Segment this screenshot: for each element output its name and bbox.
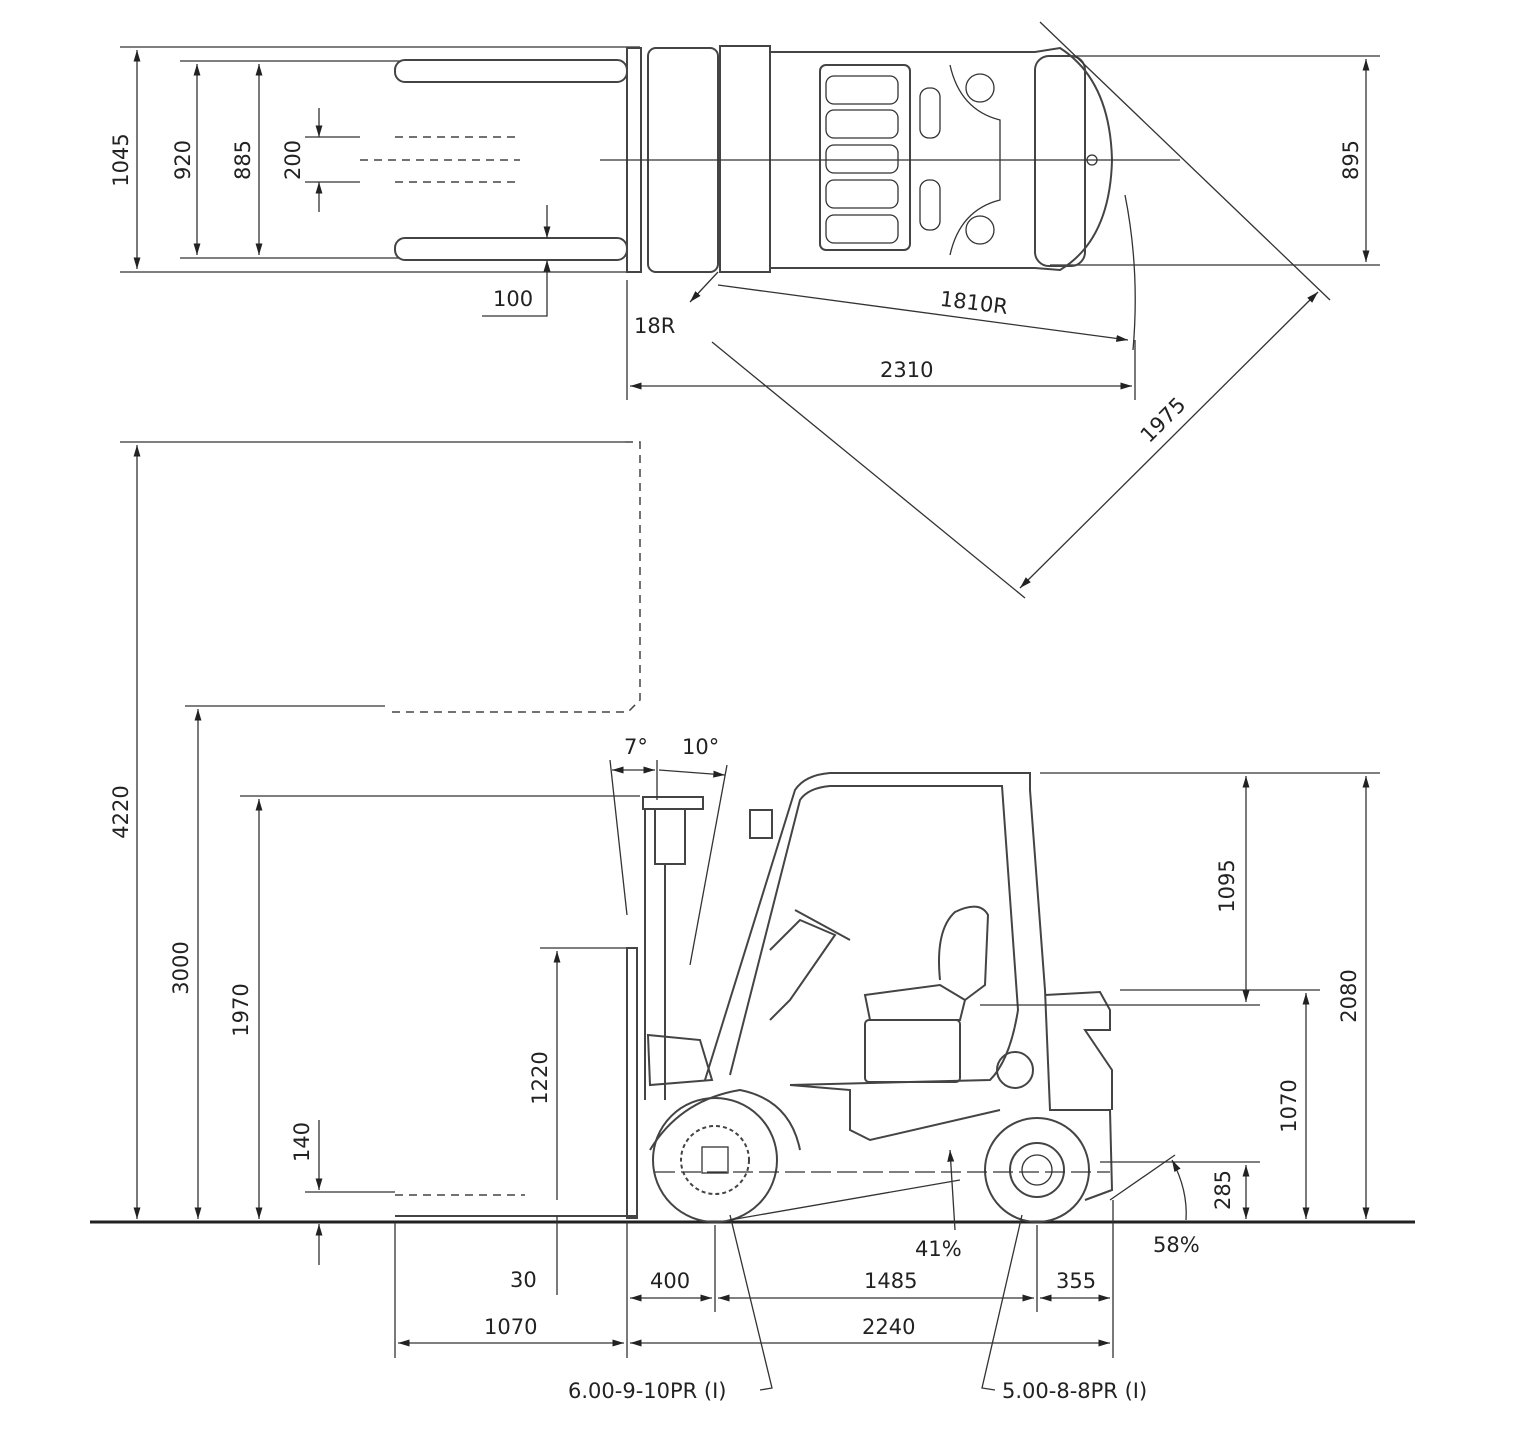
dim-hitch-height: 285 [1211,1170,1235,1210]
dim-max-height-extended: 4220 [109,785,133,838]
dim-max-lift-height: 3000 [169,941,193,994]
top-view: 1045 920 885 200 100 895 18R 1810R 2310 … [109,21,1380,599]
dim-right-angle-stacking: 1975 [1136,393,1191,448]
dim-fork-ground-clearance: 30 [510,1268,537,1292]
dim-tilt-backward: 10° [682,735,719,759]
dim-track-width: 895 [1339,140,1363,180]
dim-overhead-guard-height: 2080 [1337,969,1361,1022]
dim-fork-thickness: 100 [493,287,533,311]
dim-carriage-height: 1220 [528,1051,552,1104]
side-truck-body [649,772,1380,1201]
dim-lift-above-ground: 140 [290,1122,314,1162]
dim-seat-height: 1070 [1277,1079,1301,1132]
rear-tire-spec: 5.00-8-8PR (I) [1002,1379,1147,1403]
dim-front-overhang: 400 [650,1269,690,1293]
dim-fork-length: 1070 [484,1315,537,1339]
front-wheel [652,1097,778,1223]
dim-length-to-fork-face: 2240 [862,1315,915,1339]
dim-seat-to-overhead-guard: 1095 [1215,859,1239,912]
side-view: 4220 3000 1970 1220 140 30 7° 10° 1095 2… [90,441,1415,1403]
dim-overall-width: 1045 [109,133,133,186]
dim-free-lift: 1970 [229,983,253,1036]
dim-wheelbase: 1485 [864,1269,917,1293]
dim-rear-overhang: 355 [1056,1269,1096,1293]
gradeability-loaded: 41% [915,1237,962,1261]
dim-aisle-length: 2310 [880,358,933,382]
dim-turning-radius: 1810R [939,287,1009,319]
rear-wheel [984,1117,1090,1223]
side-mast [395,796,714,1219]
dim-inner-fork-spread: 885 [231,140,255,180]
dim-fork-width: 200 [281,140,305,180]
dim-inner-radius: 18R [634,314,675,338]
front-tire-spec: 6.00-9-10PR (I) [568,1379,727,1403]
gradeability-unloaded: 58% [1153,1233,1200,1257]
dim-outer-fork-spread: 920 [171,140,195,180]
top-truck-body [626,45,1114,273]
dim-tilt-forward: 7° [624,735,648,759]
top-forks [360,59,628,261]
